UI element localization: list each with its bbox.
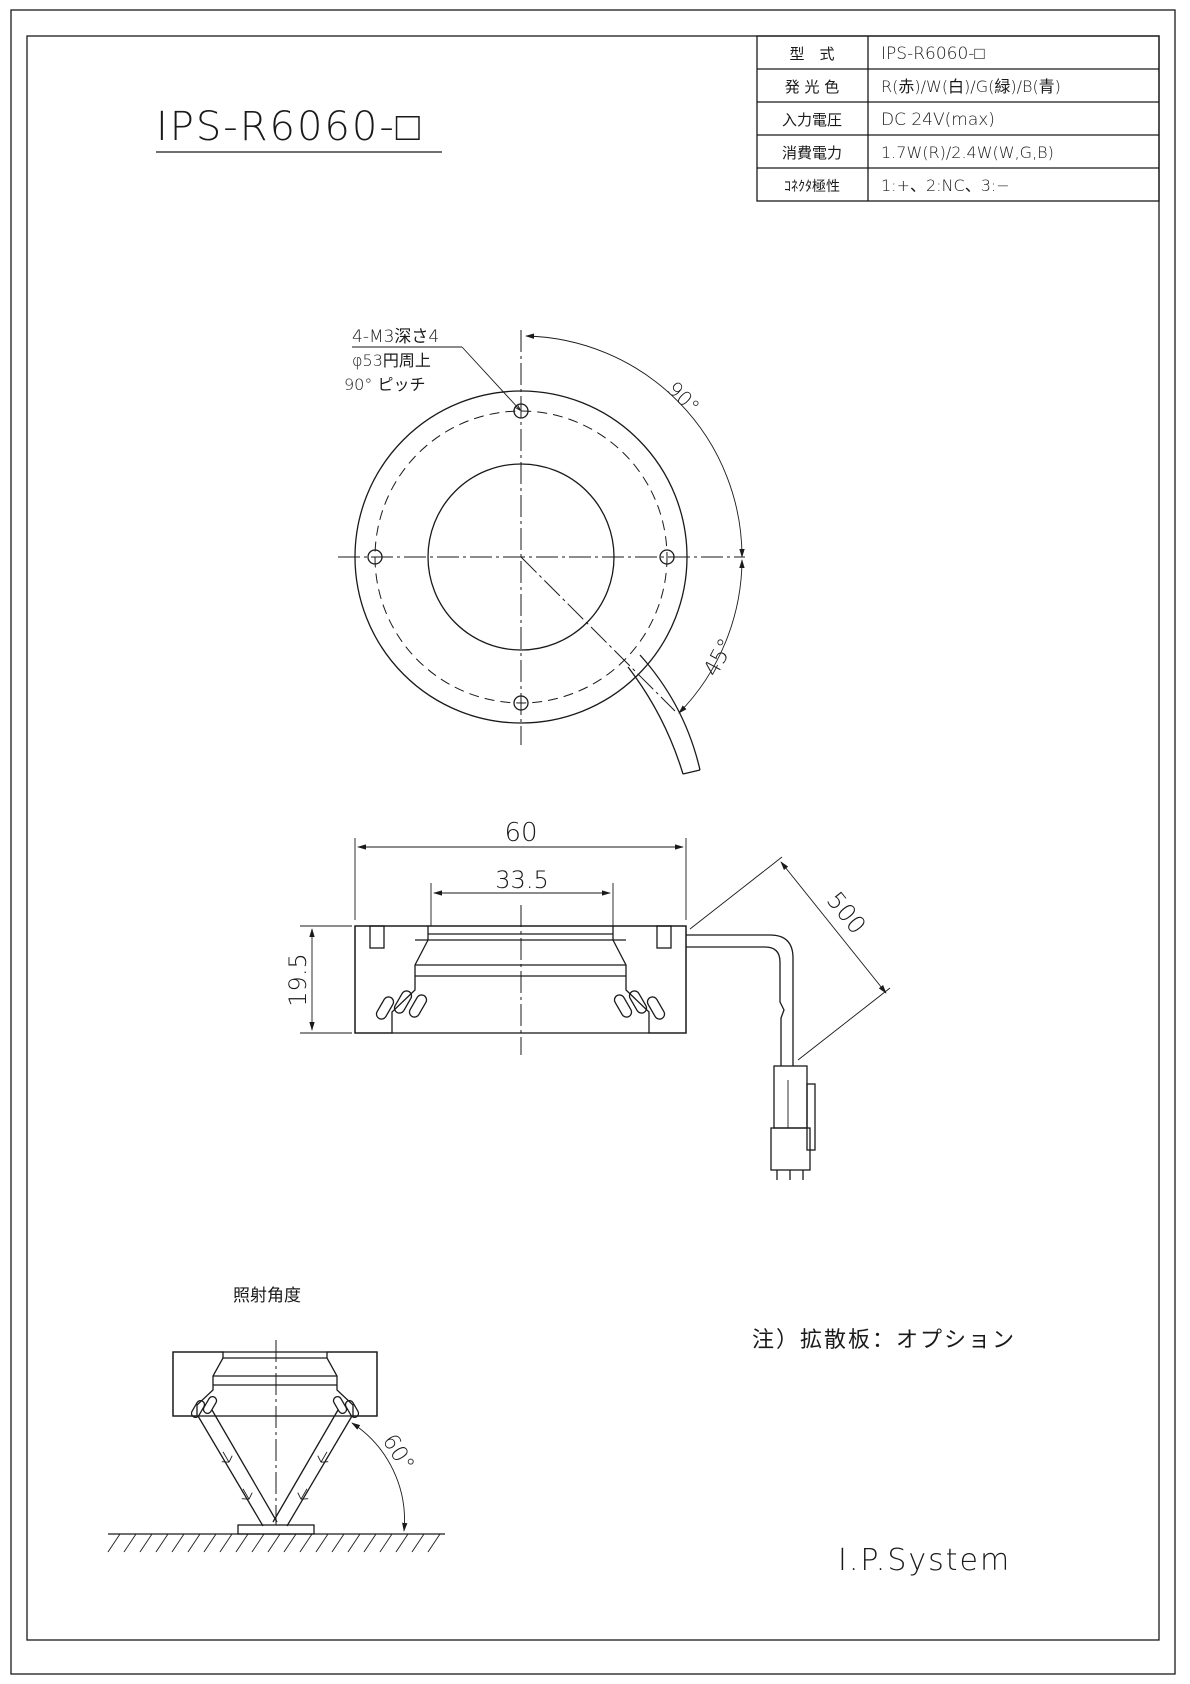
beam-right-2 <box>272 1409 339 1523</box>
spec-label-model: 型 式 <box>789 45 834 63</box>
angle-label-90: 90° <box>662 377 704 419</box>
hole-note-line3: 90° ピッチ <box>344 375 425 394</box>
dimension-arc-60 <box>351 1422 408 1532</box>
angle-label-45: 45° <box>699 635 739 681</box>
side-view: 60 33.5 19.5 500 <box>284 818 891 1180</box>
illumination-diagram: 照射角度 <box>107 1286 445 1553</box>
cable-lower-edge <box>639 654 701 771</box>
cable-upper-edge <box>627 666 684 775</box>
beam-left-2 <box>211 1409 278 1523</box>
sheet-inner-border <box>26 35 1160 1641</box>
illumination-label: 照射角度 <box>233 1286 301 1306</box>
illum-wall-right <box>326 1351 378 1417</box>
dimension-label-500: 500 <box>821 886 872 939</box>
spec-value-polarity: 1:+、2:NC、3:− <box>881 176 1010 195</box>
led-left <box>375 990 428 1020</box>
angle-label-60: 60° <box>377 1430 419 1476</box>
spec-label-color: 発 光 色 <box>785 78 840 96</box>
drawing-title: IPS-R6060-□ <box>156 104 422 150</box>
dimension-label-60: 60 <box>504 818 537 848</box>
spec-label-polarity: ｺﾈｸﾀ極性 <box>784 179 840 195</box>
spec-value-power: 1.7W(R)/2.4W(W,G,B) <box>881 143 1054 162</box>
beam-left-1 <box>197 1415 264 1527</box>
beam-right-1 <box>286 1415 353 1527</box>
hole-note-line2: φ53円周上 <box>352 351 431 370</box>
mounting-hole-bottom <box>513 695 529 711</box>
mounting-hole-left <box>367 549 383 565</box>
dimension-label-33-5: 33.5 <box>495 866 548 894</box>
spec-table: 型 式 IPS-R6060-□ 発 光 色 R(赤)/W(白)/G(緑)/B(青… <box>756 35 1160 202</box>
dimension-line-500 <box>780 861 887 994</box>
workpiece <box>237 1524 315 1535</box>
spec-value-voltage: DC 24V(max) <box>881 110 995 130</box>
dimension-arc-90 <box>525 333 745 558</box>
led-right <box>613 990 666 1020</box>
spec-value-model: IPS-R6060-□ <box>881 44 985 64</box>
spec-value-color: R(赤)/W(白)/G(緑)/B(青) <box>881 77 1061 96</box>
side-cable-upper <box>686 934 794 1066</box>
section-wall-left <box>354 925 429 1034</box>
sheet-outer-border <box>10 9 1176 1675</box>
hole-note-leader <box>461 346 520 410</box>
diffuser-note: 注）拡散板：オプション <box>752 1328 1016 1353</box>
top-view: 4-M3深さ4 φ53円周上 90° ピッチ 90° 45° <box>338 327 745 775</box>
dimension-label-19-5: 19.5 <box>284 953 312 1006</box>
illum-wall-left <box>172 1351 224 1417</box>
cable-connector <box>770 1065 816 1180</box>
spec-label-voltage: 入力電圧 <box>782 111 842 129</box>
side-cable-lower <box>686 946 785 1066</box>
spec-label-power: 消費電力 <box>782 144 842 162</box>
section-wall-right <box>612 925 687 1034</box>
company-name: I.P.System <box>838 1543 1011 1578</box>
dimension-arc-45 <box>678 559 745 714</box>
hole-note-line1: 4-M3深さ4 <box>352 327 439 347</box>
